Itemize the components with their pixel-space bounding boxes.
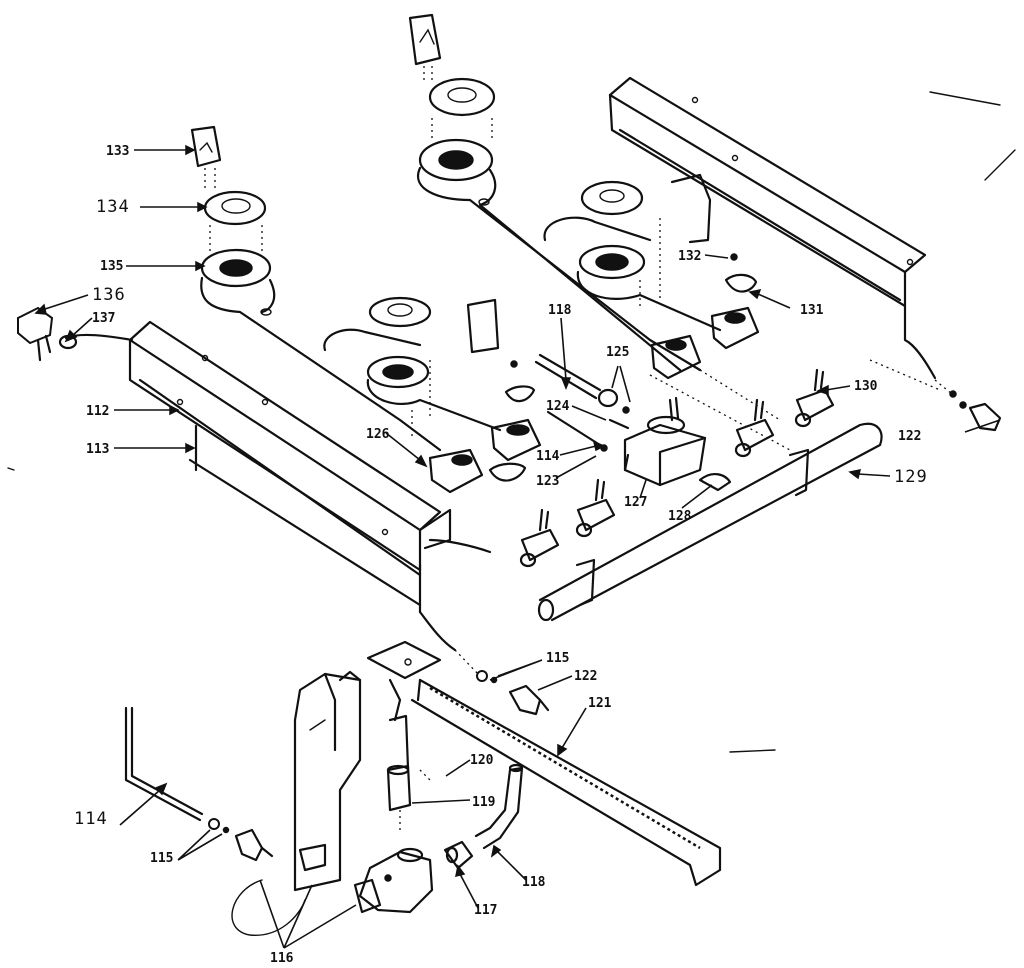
callout-125: 125 xyxy=(606,345,629,360)
callout-122-bottom: 122 xyxy=(574,669,597,684)
manifold-pipe-129 xyxy=(537,369,883,622)
callout-134: 134 xyxy=(96,197,130,217)
callout-121: 121 xyxy=(588,696,612,711)
callout-137: 137 xyxy=(92,311,115,326)
callout-118-top: 118 xyxy=(548,303,572,318)
callout-116: 116 xyxy=(270,951,294,966)
burner-cap-133 xyxy=(190,125,222,168)
rod-113 xyxy=(188,424,492,677)
burner-valves xyxy=(519,368,835,568)
callout-112: 112 xyxy=(86,404,109,419)
callout-122-top: 122 xyxy=(898,429,921,444)
callout-leaders xyxy=(34,144,1001,949)
callout-128-a: 128 xyxy=(668,509,692,524)
callout-117: 117 xyxy=(474,903,497,918)
callout-119: 119 xyxy=(472,795,495,810)
callout-133: 133 xyxy=(106,144,129,159)
right-burner-assembly xyxy=(408,13,760,380)
fitting-122-top xyxy=(869,359,1002,432)
callout-118-mid: 118 xyxy=(522,875,546,890)
callout-126: 126 xyxy=(366,427,390,442)
regulator-127 xyxy=(534,353,732,492)
callout-115-bottom: 115 xyxy=(150,851,173,866)
air-shutter-126 xyxy=(428,448,484,494)
burner-ring-2 xyxy=(368,296,432,328)
scan-marks xyxy=(7,467,776,753)
callout-123: 123 xyxy=(536,474,559,489)
callout-135: 135 xyxy=(100,259,123,274)
callout-115-top: 115 xyxy=(546,651,569,666)
burner-head-135 xyxy=(200,248,272,288)
callout-129: 129 xyxy=(894,467,928,487)
callout-124: 124 xyxy=(546,399,570,414)
callout-136: 136 xyxy=(92,285,126,305)
callout-127: 127 xyxy=(624,495,647,510)
callout-132: 132 xyxy=(678,249,701,264)
callout-120: 120 xyxy=(470,753,494,768)
lower-assembly xyxy=(124,640,722,936)
callout-130: 130 xyxy=(854,379,878,394)
callout-114-top: 114 xyxy=(536,449,560,464)
rear-bracket xyxy=(608,76,1016,395)
burner-ring-134 xyxy=(203,190,267,226)
callout-113: 113 xyxy=(86,442,109,457)
callout-labels: 133 134 135 136 137 112 113 126 118 125 … xyxy=(74,144,928,966)
front-bracket-112 xyxy=(128,320,452,577)
callout-114-bottom: 114 xyxy=(74,809,108,829)
callout-131: 131 xyxy=(800,303,824,318)
left-burner-assembly xyxy=(190,125,542,494)
